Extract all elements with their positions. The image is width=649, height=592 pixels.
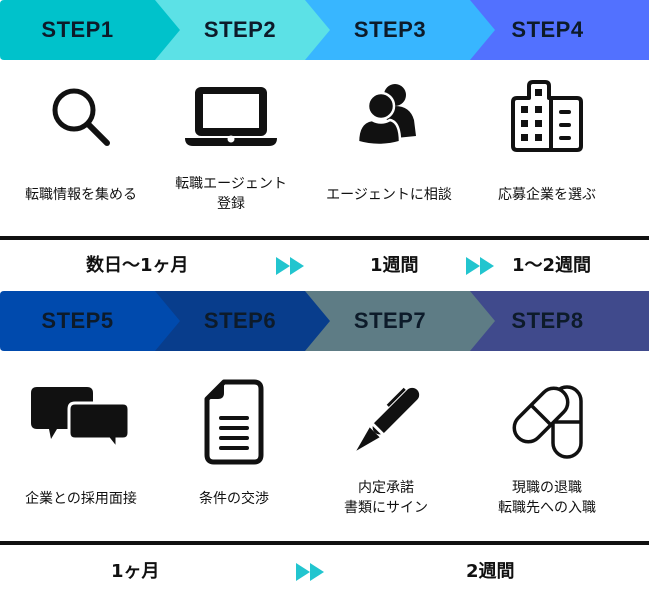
duration-1-2: 数日〜1ヶ月 xyxy=(86,255,189,276)
users-icon xyxy=(356,84,416,147)
chat-bubbles-icon xyxy=(31,387,131,453)
laptop-icon xyxy=(185,87,277,146)
step3-label: STEP3 xyxy=(353,17,427,42)
step2-caption-line2: 登録 xyxy=(217,196,245,212)
step4-label: STEP4 xyxy=(511,17,584,42)
duration-2-3: 1週間 xyxy=(370,255,419,276)
step3-caption: エージェントに相談 xyxy=(326,187,452,203)
duration-3-4: 1〜2週間 xyxy=(512,255,592,276)
step5-caption: 企業との採用面接 xyxy=(25,491,137,507)
fast-forward-icon xyxy=(296,563,324,581)
step8-label: STEP8 xyxy=(511,308,584,333)
step1-card: 転職情報を集める xyxy=(0,60,162,230)
document-icon xyxy=(204,379,264,465)
step2-card: 転職エージェント 登録 xyxy=(150,60,312,230)
duration-7-8: 2週間 xyxy=(466,561,515,582)
capsules-icon xyxy=(512,385,583,459)
step-chevrons-top xyxy=(0,0,649,60)
step3-card: エージェントに相談 xyxy=(308,60,470,230)
step8-caption-line1: 現職の退職 xyxy=(512,480,582,496)
search-icon xyxy=(52,88,110,146)
step1-label: STEP1 xyxy=(41,17,114,42)
step4-card: 応募企業を選ぶ xyxy=(466,60,628,230)
step8-card: 現職の退職 転職先への入職 xyxy=(466,351,628,531)
step8-caption-line2: 転職先への入職 xyxy=(498,500,596,516)
step5-label: STEP5 xyxy=(41,308,114,333)
step7-caption-line2: 書類にサイン xyxy=(344,500,428,516)
step7-caption-line1: 内定承諾 xyxy=(358,480,414,496)
step1-caption: 転職情報を集める xyxy=(25,187,137,203)
step4-caption: 応募企業を選ぶ xyxy=(498,187,596,203)
step6-caption: 条件の交渉 xyxy=(199,491,269,507)
fast-forward-icon xyxy=(466,257,494,275)
step2-caption-line1: 転職エージェント xyxy=(175,176,287,192)
step6-label: STEP6 xyxy=(203,308,277,333)
step-band-top: STEP1 STEP2 STEP3 STEP4 xyxy=(0,0,649,60)
building-icon xyxy=(511,80,583,152)
step-chevrons-bottom xyxy=(0,291,649,351)
step5-card: 企業との採用面接 xyxy=(0,351,162,531)
step7-card: 内定承諾 書類にサイン xyxy=(305,351,467,531)
duration-5-6: 1ヶ月 xyxy=(111,561,160,582)
pen-icon xyxy=(356,387,420,451)
step7-label: STEP7 xyxy=(353,308,427,333)
step-band-bottom: STEP5 STEP6 STEP7 STEP8 xyxy=(0,291,649,351)
divider-top xyxy=(0,236,649,240)
divider-bottom xyxy=(0,541,649,545)
step2-label: STEP2 xyxy=(203,17,277,42)
fast-forward-icon xyxy=(276,257,304,275)
step6-card: 条件の交渉 xyxy=(153,351,315,531)
